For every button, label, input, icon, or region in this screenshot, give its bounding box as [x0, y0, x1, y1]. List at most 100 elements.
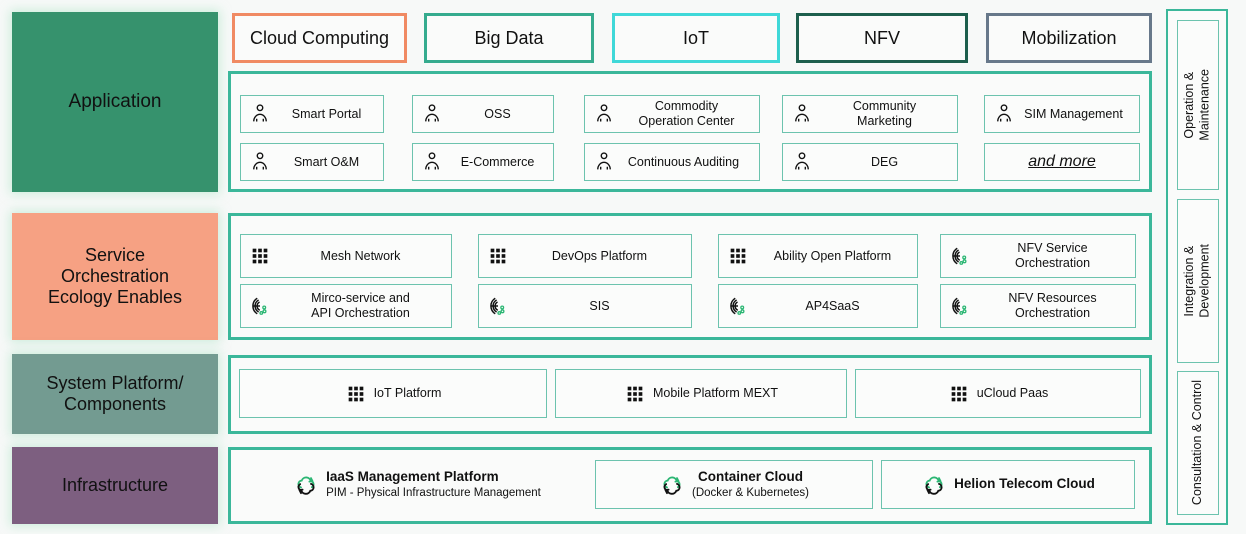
- card-label: IoT Platform: [373, 386, 442, 400]
- card-label: Mobile Platform MEXT: [652, 386, 779, 400]
- card-label: Community Marketing: [852, 99, 917, 128]
- layer-label-application-text: Application: [68, 90, 162, 112]
- card-label: AP4SaaS: [805, 298, 860, 313]
- sidebar-item-integration-development[interactable]: Integration & Development: [1177, 199, 1219, 363]
- person-icon: [425, 104, 439, 122]
- card-label: Mesh Network: [320, 248, 401, 263]
- svc-item-sis[interactable]: SIS: [478, 284, 692, 328]
- infra-item-subtitle: PIM - Physical Infrastructure Management: [326, 487, 541, 500]
- person-icon: [795, 104, 809, 122]
- grid-dots-icon: [730, 248, 746, 264]
- tag-label: Big Data: [474, 27, 544, 48]
- app-item-deg[interactable]: DEG: [782, 143, 958, 181]
- layer-label-infrastructure-text: Infrastructure: [61, 474, 169, 495]
- card-label: Commodity Operation Center: [638, 99, 735, 128]
- person-icon: [597, 104, 611, 122]
- app-item-community-marketing[interactable]: Community Marketing: [782, 95, 958, 133]
- infra-item-helion-telecom-cloud[interactable]: Helion Telecom Cloud: [881, 460, 1135, 509]
- tag-nfv[interactable]: NFV: [796, 13, 968, 63]
- card-label: NFV Resources Orchestration: [1008, 291, 1097, 320]
- card-label: uCloud Paas: [976, 386, 1049, 400]
- layer-label-service: Service Orchestration Ecology Enables: [12, 213, 218, 340]
- svc-item-ability-open-platform[interactable]: Ability Open Platform: [718, 234, 918, 278]
- card-label: OSS: [484, 106, 511, 121]
- person-icon: [795, 152, 809, 170]
- grid-dots-icon: [951, 386, 967, 401]
- person-icon: [253, 152, 267, 170]
- orchestration-icon: [952, 297, 967, 315]
- tag-label: IoT: [682, 27, 709, 48]
- sidebar-item-integration-development-label: Integration & Development: [1182, 244, 1212, 318]
- sys-item-iot-platform[interactable]: IoT Platform: [239, 369, 547, 418]
- svc-item-devops-platform[interactable]: DevOps Platform: [478, 234, 692, 278]
- card-label: Smart O&M: [293, 154, 360, 169]
- infra-item-container-cloud[interactable]: Container Cloud (Docker & Kubernetes): [595, 460, 873, 509]
- sidebar-item-consultation-control-label: Consultation & Control: [1190, 380, 1205, 506]
- layer-label-service-text: Service Orchestration Ecology Enables: [47, 244, 183, 308]
- sidebar-item-operation-maintenance-label: Operation & Maintenance: [1182, 69, 1212, 141]
- sidebar-vertical-capabilities: Operation & Maintenance Integration & De…: [1166, 9, 1228, 525]
- tag-cloud-computing[interactable]: Cloud Computing: [232, 13, 407, 63]
- svc-item-nfv-service-orchestration[interactable]: NFV Service Orchestration: [940, 234, 1136, 278]
- sys-item-ucloud-paas[interactable]: uCloud Paas: [855, 369, 1141, 418]
- person-icon: [997, 104, 1011, 122]
- layer-label-infrastructure: Infrastructure: [12, 447, 218, 524]
- card-label: SIM Management: [1024, 106, 1123, 121]
- tag-label: Cloud Computing: [249, 27, 390, 48]
- tag-mobilization[interactable]: Mobilization: [986, 13, 1152, 63]
- app-item-continuous-auditing[interactable]: Continuous Auditing: [584, 143, 760, 181]
- orchestration-icon: [252, 297, 267, 315]
- svc-item-mirco-service-and-api-orchestration[interactable]: Mirco-service and API Orchestration: [240, 284, 452, 328]
- grid-dots-icon: [627, 386, 643, 401]
- layer-label-system: System Platform/ Components: [12, 354, 218, 434]
- grid-dots-icon: [252, 248, 268, 264]
- person-icon: [253, 104, 267, 122]
- tag-label: Mobilization: [1021, 27, 1117, 48]
- app-item-smart-o-m[interactable]: Smart O&M: [240, 143, 384, 181]
- card-label: NFV Service Orchestration: [1014, 241, 1091, 270]
- infra-item-text: Helion Telecom Cloud: [954, 476, 1095, 493]
- app-item-and-more[interactable]: and more: [984, 143, 1140, 181]
- infra-item-title: Container Cloud: [698, 468, 803, 484]
- app-item-commodity-operation-center[interactable]: Commodity Operation Center: [584, 95, 760, 133]
- orchestration-icon: [490, 297, 505, 315]
- person-icon: [597, 152, 611, 170]
- card-label: Mirco-service and API Orchestration: [311, 291, 410, 320]
- orchestration-icon: [952, 247, 967, 265]
- app-item-smart-portal[interactable]: Smart Portal: [240, 95, 384, 133]
- layer-label-application: Application: [12, 12, 218, 192]
- svc-item-nfv-resources-orchestration[interactable]: NFV Resources Orchestration: [940, 284, 1136, 328]
- sidebar-item-consultation-control[interactable]: Consultation & Control: [1177, 371, 1219, 515]
- svc-item-mesh-network[interactable]: Mesh Network: [240, 234, 452, 278]
- app-item-e-commerce[interactable]: E-Commerce: [412, 143, 554, 181]
- card-label: Ability Open Platform: [773, 248, 892, 263]
- app-item-sim-management[interactable]: SIM Management: [984, 95, 1140, 133]
- infra-item-title: IaaS Management Platform: [326, 469, 499, 485]
- sys-item-mobile-platform-mext[interactable]: Mobile Platform MEXT: [555, 369, 847, 418]
- tag-iot[interactable]: IoT: [612, 13, 780, 63]
- app-item-oss[interactable]: OSS: [412, 95, 554, 133]
- infra-item-subtitle: (Docker & Kubernetes): [692, 486, 809, 499]
- grid-dots-icon: [490, 248, 506, 264]
- infra-item-title: Helion Telecom Cloud: [954, 476, 1095, 492]
- tag-label: NFV: [864, 27, 900, 48]
- infra-item-text: Container Cloud (Docker & Kubernetes): [692, 469, 809, 500]
- card-label: Smart Portal: [291, 106, 362, 121]
- card-label: and more: [1028, 153, 1096, 171]
- card-label: DevOps Platform: [551, 248, 648, 263]
- cloud-refresh-icon: [925, 476, 943, 495]
- card-label: Continuous Auditing: [627, 154, 740, 169]
- cloud-refresh-icon: [297, 476, 315, 495]
- cloud-refresh-icon: [663, 476, 681, 495]
- layer-label-system-text: System Platform/ Components: [46, 372, 184, 414]
- card-label: SIS: [589, 298, 610, 313]
- sidebar-item-operation-maintenance[interactable]: Operation & Maintenance: [1177, 20, 1219, 190]
- person-icon: [425, 152, 439, 170]
- card-label: E-Commerce: [460, 154, 535, 169]
- tag-big-data[interactable]: Big Data: [424, 13, 594, 63]
- svc-item-ap4saas[interactable]: AP4SaaS: [718, 284, 918, 328]
- orchestration-icon: [730, 297, 745, 315]
